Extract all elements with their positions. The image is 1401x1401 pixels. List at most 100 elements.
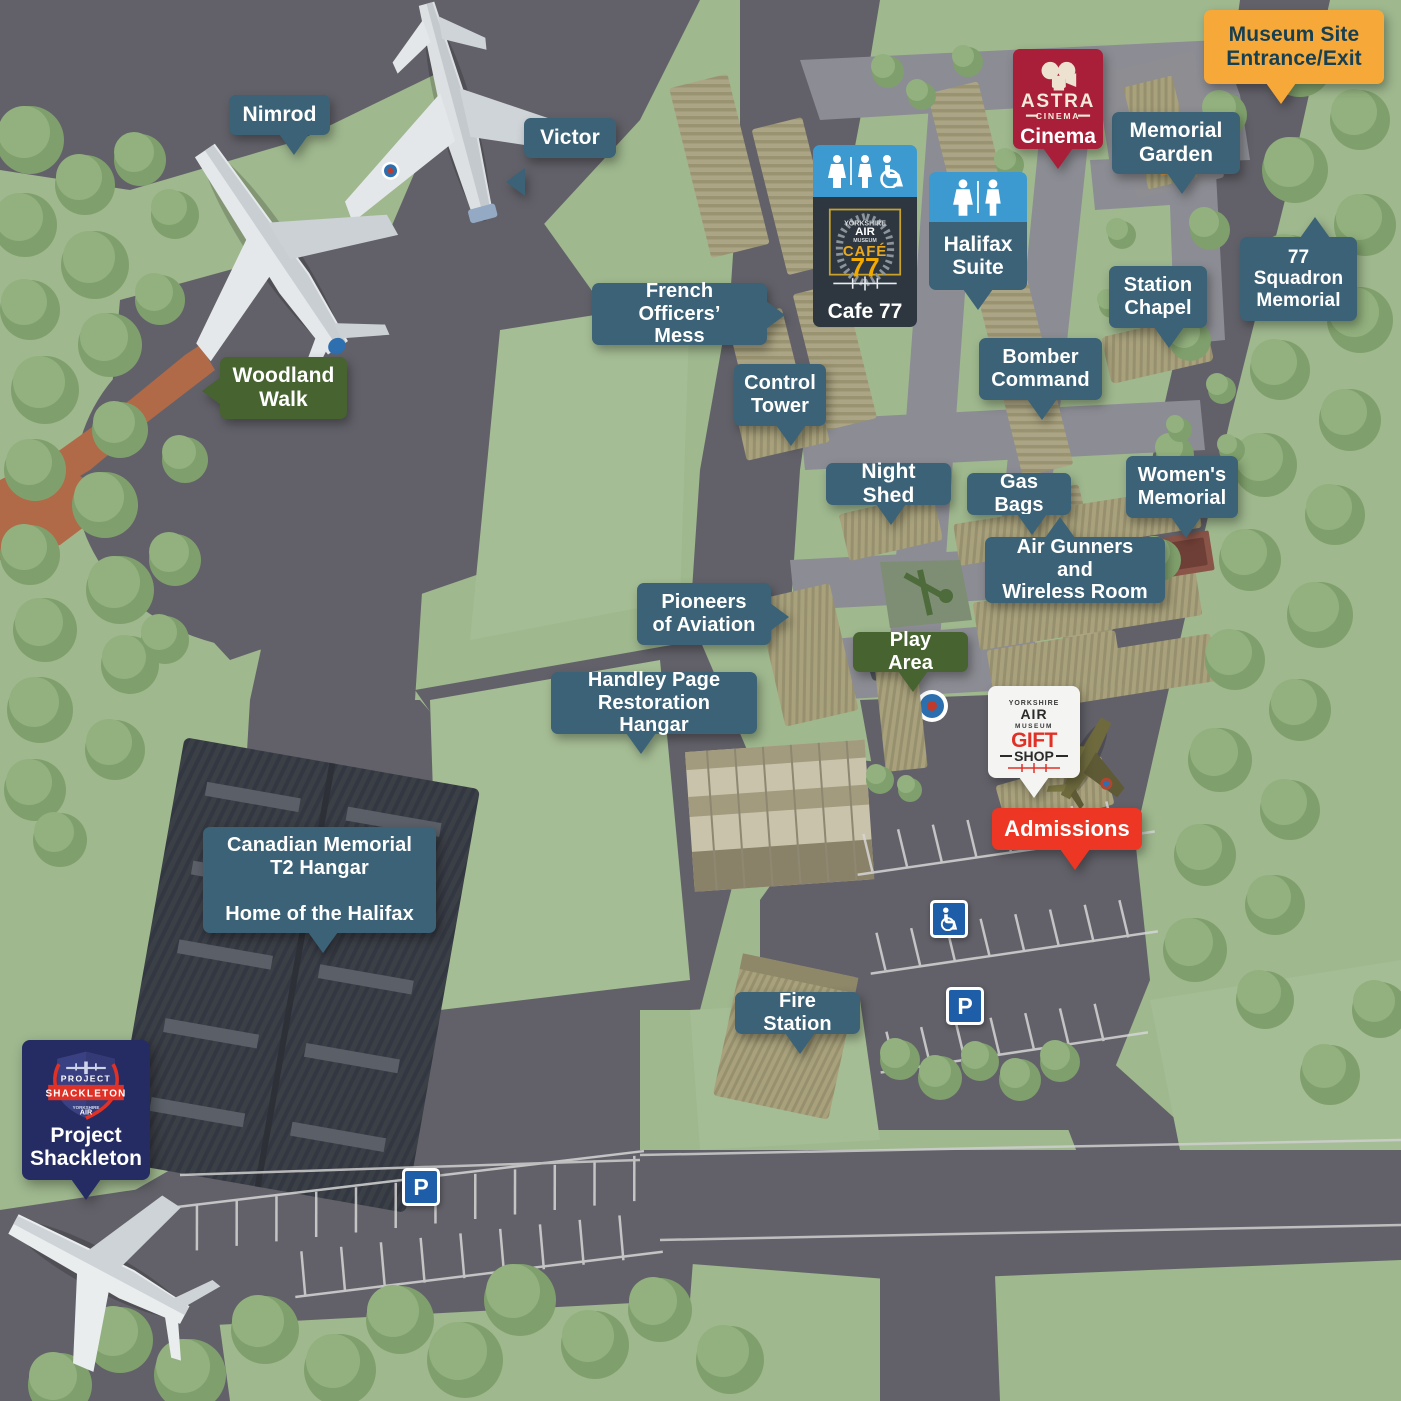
parking-sign-east: P bbox=[946, 987, 984, 1025]
map-label-admissions[interactable]: Admissions bbox=[992, 808, 1142, 870]
map-label-museum-entrance[interactable]: Museum Site Entrance/Exit bbox=[1204, 10, 1384, 104]
cafe-77-panel[interactable]: YORKSHIRE AIR MUSEUM CAFÉ 77 Cafe 77 bbox=[813, 197, 917, 327]
halifax-suite-pointer bbox=[963, 289, 993, 310]
map-label-pointer bbox=[1017, 514, 1047, 535]
map-label-canadian-memorial[interactable]: Canadian Memorial T2 Hangar Home of the … bbox=[203, 827, 436, 953]
map-label-nimrod[interactable]: Nimrod bbox=[229, 95, 330, 155]
svg-text:CINEMA: CINEMA bbox=[1036, 111, 1081, 121]
map-label-station-chapel[interactable]: Station Chapel bbox=[1109, 266, 1207, 348]
map-label-text: Admissions bbox=[1004, 816, 1130, 842]
project-shackleton-pointer bbox=[71, 1179, 101, 1200]
map-label-pointer bbox=[1167, 173, 1197, 194]
map-label-pointer bbox=[770, 603, 789, 631]
map-label-text: Nimrod bbox=[242, 103, 317, 127]
map-label-pointer bbox=[626, 733, 656, 754]
map-label-victor[interactable]: Victor bbox=[506, 118, 616, 196]
svg-text:MUSEUM: MUSEUM bbox=[853, 238, 877, 244]
map-label-french-officers-mess[interactable]: French Officers’ Mess bbox=[592, 279, 785, 348]
map-label-text: Station Chapel bbox=[1123, 274, 1193, 319]
map-label-text: Victor bbox=[540, 126, 600, 150]
parking-letter: P bbox=[957, 992, 973, 1019]
gift-shop-panel[interactable]: YORKSHIRE AIR MUSEUM GIFT SHOP bbox=[988, 686, 1080, 798]
map-label-pointer bbox=[1266, 83, 1296, 104]
map-label-air-gunners[interactable]: Air Gunners and Wireless Room bbox=[985, 517, 1165, 603]
toilet-female-icon bbox=[953, 179, 973, 216]
map-label-womens-memorial[interactable]: Women's Memorial bbox=[1126, 456, 1238, 538]
map-label-pointer bbox=[202, 377, 221, 405]
halifax-suite-toilet-icons bbox=[929, 172, 1027, 222]
wheelchair-accessible-icon bbox=[879, 155, 903, 188]
map-label-fire-station[interactable]: Fire Station bbox=[735, 990, 860, 1054]
map-label-pointer bbox=[876, 504, 906, 525]
map-label-text: French Officers’ Mess bbox=[638, 279, 721, 348]
map-label-text: Fire Station bbox=[763, 990, 832, 1035]
svg-text:AIR: AIR bbox=[80, 1108, 93, 1117]
svg-text:GIFT: GIFT bbox=[1011, 729, 1057, 752]
toilet-female-icon bbox=[827, 155, 846, 188]
toilet-male-icon bbox=[857, 155, 872, 188]
map-label-pointer bbox=[1060, 849, 1090, 870]
svg-text:MUSEUM: MUSEUM bbox=[1015, 723, 1053, 730]
svg-text:AIR: AIR bbox=[1020, 706, 1047, 722]
map-label-text: Woodland Walk bbox=[232, 364, 335, 411]
map-label-pointer bbox=[1154, 327, 1184, 348]
astra-cinema-logo-icon: ASTRA CINEMA bbox=[1021, 61, 1095, 121]
map-label-text: Handley Page Restoration Hangar bbox=[587, 668, 721, 737]
map-label-pointer bbox=[308, 932, 338, 953]
toilet-icons-group bbox=[827, 154, 904, 188]
halifax-suite-panel[interactable]: Halifax Suite bbox=[929, 222, 1027, 310]
map-label-control-tower[interactable]: Control Tower bbox=[734, 364, 826, 446]
map-label-gas-bags[interactable]: Gas Bags bbox=[967, 471, 1071, 535]
parking-letter: P bbox=[413, 1173, 429, 1200]
svg-text:YORKSHIRE: YORKSHIRE bbox=[1009, 700, 1060, 707]
map-label-text: Gas Bags bbox=[994, 471, 1044, 516]
toilet-male-icon bbox=[985, 179, 1001, 216]
map-label-text: Night Shed bbox=[861, 460, 916, 507]
svg-text:YORKSHIRE: YORKSHIRE bbox=[844, 220, 886, 227]
map-label-handley-page[interactable]: Handley Page Restoration Hangar bbox=[551, 668, 757, 754]
toilet-icons-group bbox=[952, 178, 1004, 216]
cafe-77-caption: Cafe 77 bbox=[827, 300, 903, 323]
project-shackleton-logo-icon: PROJECT SHACKLETON YORKSHIRE AIR bbox=[45, 1051, 126, 1120]
astra-cinema-panel[interactable]: ASTRA CINEMA Cinema bbox=[1013, 49, 1103, 169]
map-label-play-area[interactable]: Play Area bbox=[853, 629, 968, 692]
map-label-text: Women's Memorial bbox=[1137, 464, 1227, 509]
halifax-suite-caption: Halifax Suite bbox=[943, 232, 1013, 279]
map-label-pointer bbox=[1171, 517, 1201, 538]
accessible-parking-sign bbox=[930, 900, 968, 938]
map-label-night-shed[interactable]: Night Shed bbox=[826, 460, 951, 525]
svg-text:SHOP: SHOP bbox=[1014, 748, 1054, 764]
map-label-squadron-77[interactable]: 77 Squadron Memorial bbox=[1240, 217, 1357, 321]
map-label-pointer bbox=[1027, 399, 1057, 420]
gift-shop-logo-icon: YORKSHIRE AIR MUSEUM GIFT SHOP bbox=[1000, 700, 1068, 773]
svg-text:ASTRA: ASTRA bbox=[1021, 91, 1095, 112]
map-label-bomber-command[interactable]: Bomber Command bbox=[979, 338, 1102, 420]
project-shackleton-panel[interactable]: PROJECT SHACKLETON YORKSHIRE AIR Project… bbox=[22, 1040, 150, 1200]
map-label-pointer bbox=[279, 134, 309, 155]
wheelchair-accessible-icon bbox=[940, 907, 958, 931]
map-label-text: Museum Site Entrance/Exit bbox=[1226, 23, 1362, 70]
map-label-text: Play Area bbox=[888, 629, 933, 674]
map-label-memorial-garden[interactable]: Memorial Garden bbox=[1112, 112, 1240, 194]
map-label-pointer bbox=[766, 301, 785, 329]
shackleton-aircraft bbox=[8, 1195, 221, 1372]
map-label-text: Memorial Garden bbox=[1129, 119, 1223, 166]
svg-text:CAFÉ: CAFÉ bbox=[843, 243, 887, 260]
map-label-text: Control Tower bbox=[744, 372, 816, 417]
map-label-text: 77 Squadron Memorial bbox=[1253, 246, 1344, 311]
astra-cinema-pointer bbox=[1043, 148, 1073, 169]
map-label-pioneers[interactable]: Pioneers of Aviation bbox=[637, 583, 789, 645]
map-label-pointer bbox=[898, 671, 928, 692]
cafe-77-toilet-icons bbox=[813, 145, 917, 197]
project-shackleton-caption: Project Shackleton bbox=[29, 1123, 143, 1170]
map-label-woodland-walk[interactable]: Woodland Walk bbox=[202, 357, 347, 419]
astra-cinema-caption: Cinema bbox=[1020, 125, 1096, 148]
map-label-text: Pioneers of Aviation bbox=[652, 591, 756, 636]
map-label-pointer bbox=[506, 168, 525, 196]
svg-text:SHACKLETON: SHACKLETON bbox=[45, 1089, 126, 1100]
map-label-text: Bomber Command bbox=[991, 346, 1090, 391]
map-label-pointer bbox=[776, 425, 806, 446]
map-label-pointer bbox=[1300, 217, 1330, 238]
gift-shop-pointer bbox=[1019, 777, 1049, 798]
